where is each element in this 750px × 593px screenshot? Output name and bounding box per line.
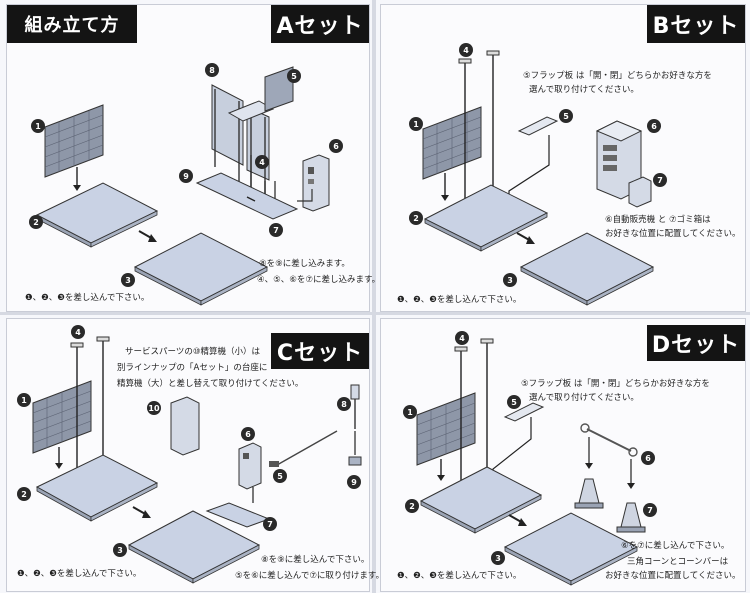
part-number-2: 2 [29, 215, 43, 229]
set-c-diagram [32, 336, 362, 584]
set-c-note-5: ⑤を⑥に差し込んで⑦に取り付けます。 [235, 571, 385, 581]
part-number-5: 5 [287, 69, 301, 83]
part-number-5: 5 [507, 395, 521, 409]
set-c-note-1: サービスパーツの⑩精算機（小）は [125, 347, 260, 357]
set-a-caption: ❶、❷、❸を差し込んで下さい。 [25, 293, 150, 303]
part-number-1: 1 [403, 405, 417, 419]
traffic-cone [616, 502, 646, 533]
set-d-flap-note-2: 選んで取り付けてください。 [529, 393, 639, 403]
set-d-caption: ❶、❷、❸を差し込んで下さい。 [397, 571, 522, 581]
set-b-caption: ❶、❷、❸を差し込んで下さい。 [397, 295, 522, 305]
page-title: 組み立て方 [7, 5, 137, 43]
set-b-vending-note-1: ⑥自動販売機 と ⑦ゴミ箱は [605, 215, 711, 225]
fold-line-horizontal [0, 312, 750, 315]
part-number-3: 3 [503, 273, 517, 287]
wall-panel [32, 380, 92, 454]
set-b-flap-note-2: 選んで取り付けてください。 [529, 85, 639, 95]
part-number-7: 7 [653, 173, 667, 187]
part-number-3: 3 [121, 273, 135, 287]
part-number-7: 7 [263, 517, 277, 531]
part-number-3: 3 [491, 551, 505, 565]
set-d-diagram [416, 338, 646, 586]
set-b-diagram [422, 50, 655, 306]
part-number-9: 9 [179, 169, 193, 183]
traffic-cone [574, 478, 604, 509]
panel-set-a: 組み立て方 Aセット [6, 4, 380, 312]
gate-frame [211, 66, 294, 201]
part-number-8: 8 [205, 63, 219, 77]
part-number-4: 4 [455, 331, 469, 345]
part-number-6: 6 [329, 139, 343, 153]
part-number-2: 2 [409, 211, 423, 225]
set-b-vending-note-2: お好きな位置に配置してください。 [605, 229, 741, 239]
part-number-10: 10 [147, 401, 161, 415]
part-number-6: 6 [641, 451, 655, 465]
set-d-cone-note-2: 三角コーンとコーンバーは [627, 557, 729, 567]
part-number-5: 5 [273, 469, 287, 483]
part-number-5: 5 [559, 109, 573, 123]
set-c-note-4: ⑧を⑨に差し込んで下さい。 [261, 555, 370, 565]
set-a-note-1: ⑧を⑨に差し込みます。 [259, 259, 350, 269]
part-number-1: 1 [17, 393, 31, 407]
set-c-note-3: 精算機（大）と差し替えて取り付けてください。 [117, 379, 304, 389]
set-a-diagram [35, 66, 330, 306]
fold-line-vertical [372, 0, 376, 593]
set-c-label: Cセット [271, 333, 369, 369]
wall-panel [416, 392, 476, 466]
set-d-cone-note-1: ⑥を⑦に差し込んで下さい。 [621, 541, 730, 551]
wall-panel [422, 106, 482, 180]
set-c-note-2: 別ラインナップの「Aセット」の台座に [117, 363, 268, 373]
set-b-flap-note-1: ⑤フラップ板 は「開・閉」どちらかお好きな方を [523, 71, 712, 81]
part-number-4: 4 [459, 43, 473, 57]
part-number-6: 6 [241, 427, 255, 441]
set-a-note-2: ④、⑤、⑥を⑦に差し込みます。 [257, 275, 381, 285]
part-number-8: 8 [337, 397, 351, 411]
part-number-9: 9 [347, 475, 361, 489]
wall-panel [44, 104, 104, 178]
part-number-7: 7 [269, 223, 283, 237]
panel-set-b: Bセット [380, 4, 746, 312]
set-c-caption: ❶、❷、❸を差し込んで下さい。 [17, 569, 142, 579]
part-number-3: 3 [113, 543, 127, 557]
set-d-label: Dセット [647, 325, 745, 361]
part-number-4: 4 [255, 155, 269, 169]
panel-set-c: Cセット [6, 318, 384, 592]
set-b-label: Bセット [647, 5, 745, 43]
set-d-cone-note-3: お好きな位置に配置してください。 [605, 571, 741, 581]
part-number-1: 1 [31, 119, 45, 133]
part-number-4: 4 [71, 325, 85, 339]
part-number-1: 1 [409, 117, 423, 131]
part-number-6: 6 [647, 119, 661, 133]
set-a-label: Aセット [271, 5, 369, 43]
part-number-2: 2 [17, 487, 31, 501]
set-d-flap-note-1: ⑤フラップ板 は「開・閉」どちらかお好きな方を [521, 379, 710, 389]
panel-set-d: Dセット [380, 318, 746, 592]
part-number-7: 7 [643, 503, 657, 517]
part-number-2: 2 [405, 499, 419, 513]
